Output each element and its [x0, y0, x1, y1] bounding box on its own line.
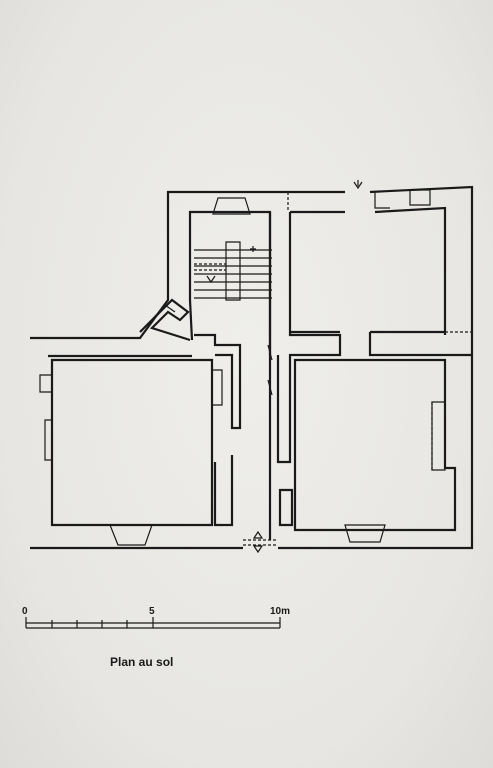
- scale-tick-0: 0: [22, 606, 28, 617]
- top-chimney: [212, 197, 251, 215]
- scale-tick-10m: 10m: [270, 606, 290, 617]
- right-bottom-room: [109, 358, 457, 546]
- plan-caption: Plan au sol: [110, 655, 173, 669]
- stair-hall: [194, 197, 272, 527]
- bottom-left-chimney: [109, 524, 153, 546]
- right-top-room: [287, 180, 472, 357]
- left-room: [39, 358, 223, 527]
- diagonal-entry: [139, 298, 191, 342]
- north-arrow-mark: [353, 180, 363, 190]
- scale-tick-5: 5: [149, 606, 155, 617]
- right-chimney: [374, 189, 431, 209]
- central-corridor: [243, 212, 342, 554]
- scale-bar: 0 5 10m: [22, 606, 290, 629]
- outer-walls: [30, 185, 474, 550]
- stair-core: [225, 241, 241, 301]
- stair-arrows: [206, 246, 256, 284]
- entrance-arrows: [252, 530, 264, 554]
- bottom-right-chimney: [344, 524, 386, 543]
- left-chimney: [39, 374, 53, 393]
